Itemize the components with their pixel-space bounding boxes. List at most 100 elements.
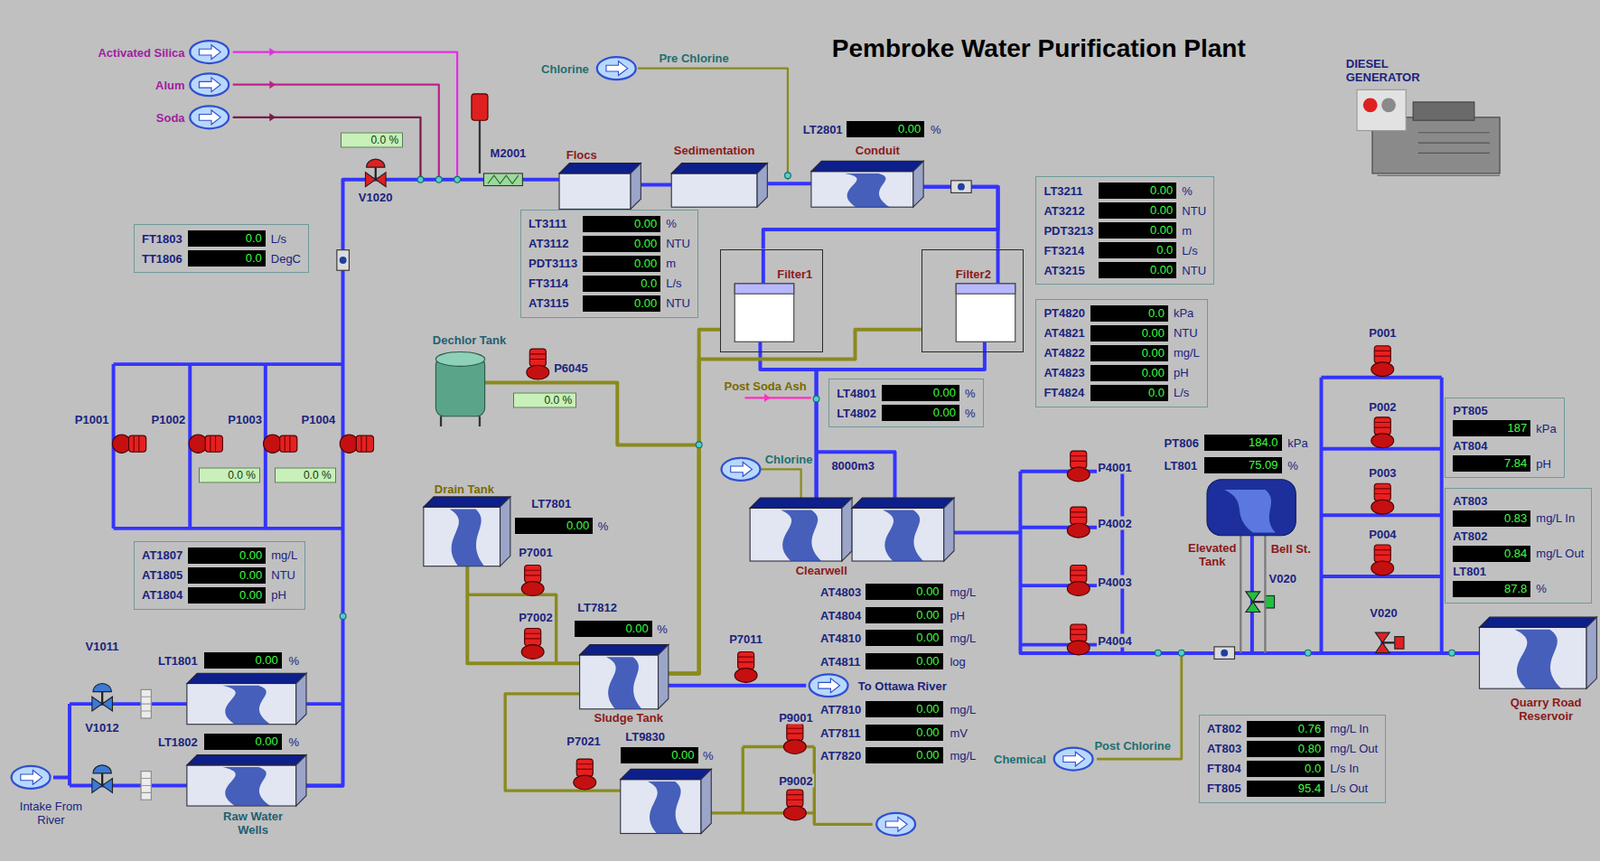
equipment-label: Post Chlorine [1093,738,1172,752]
value-display: 0.00 [865,653,944,670]
tank-symbol [811,160,924,207]
equipment: Conduit [811,160,924,207]
unit-label: pH [1535,457,1556,471]
unit-label: pH [948,608,966,623]
pump-motor [205,435,223,452]
pump-casing [526,364,550,380]
tank-front [559,173,631,210]
unit-label: % [665,216,691,231]
tank-front [187,683,297,725]
tag-name: AT4822 [1043,346,1086,360]
unit-label: L/s [271,232,301,246]
feed-arrow [885,816,908,832]
value-display: 0.00 [1098,261,1177,279]
tank-water [223,685,272,725]
unit-label: NTU [1181,263,1207,278]
tag-name: P4004 [1096,634,1133,648]
tag-name: P6045 [552,360,590,375]
tag-name: LT7801 [530,495,572,510]
value-display: 0.00 [582,235,661,253]
pump-motor [524,565,542,583]
unit-label: mg/L [948,630,977,645]
instrument-panel: AT18070.00mg/LAT18050.00NTUAT18040.00pH [133,541,306,610]
tank-water [647,781,684,834]
pump-casing [1066,581,1090,597]
indicator-lamp [1381,97,1396,113]
tag-name: AT7820 [819,748,862,762]
tank-front [1479,626,1588,689]
unit-label: NTU [1181,204,1207,218]
tag-name: LT2801 [802,122,844,137]
tag-name: PT805 [1452,403,1556,418]
motor-fins [786,795,804,801]
pump-motor [1070,506,1087,524]
process-pipe [640,182,672,187]
equipment: Elevated TankBell St. [1207,479,1296,536]
tank-front [671,173,758,207]
unit-label: mg/L [1173,346,1200,360]
equipment: Flocs [559,163,641,210]
tag-name: FT804 [1207,761,1242,776]
tag-name: LT801 [1452,564,1584,579]
equipment-name: Sedimentation [673,143,756,158]
feed-icon [189,73,229,96]
percent-display: 0.0 % [513,392,577,408]
tank-symbol [187,755,307,806]
feed-label: Chlorine [540,61,590,75]
elevated-tank-body [1207,479,1296,536]
valve-stem [374,167,377,180]
tank-top [187,755,307,766]
pump-symbol [521,565,544,597]
pump-casing [521,645,544,660]
tag-name: PDT3113 [528,256,578,271]
tank-front [580,654,659,710]
unit-label: % [288,735,301,749]
equipment-label: P1004 [300,412,337,427]
plant-title: Pembroke Water Purification Plant [832,34,1246,64]
equipment-name: DIESEL GENERATOR [1346,56,1428,85]
feed-icon [809,673,849,697]
value-display: 0.00 [1090,325,1169,342]
valve-stem [1253,600,1266,603]
value-display: 187 [1452,420,1531,437]
instrument-panel: AT8020.76mg/L InAT8030.80mg/L OutFT8040.… [1198,714,1386,804]
pump-casing [263,434,282,453]
pump-symbol [521,628,544,660]
unit-label: kPa [1286,436,1309,450]
tag-name: FT3214 [1043,243,1094,258]
unit-label: log [948,654,966,668]
tank-side [296,755,307,806]
equipment-label: Pre Chlorine [657,51,730,66]
tank-top [620,768,712,779]
pipe-junction [813,395,820,403]
tank-water [606,656,642,710]
motor-fins [524,570,542,576]
process-pipe [485,383,700,674]
tag-name: LT4801 [836,386,877,401]
motor-fins [1374,421,1391,428]
pump-symbol [188,434,223,453]
tag-name: AT4803 [819,585,862,599]
value-display: 0.00 [514,517,593,534]
pipe-junction [417,176,424,183]
value-display: 0.80 [1246,740,1325,758]
pipe-junction [785,172,792,179]
tank-top [811,160,924,171]
pump-symbol [1371,417,1395,449]
unit-label: % [1286,458,1300,473]
engine-details [1377,132,1500,176]
feed-icon [876,813,916,836]
percent-display: 0.0 % [198,467,261,484]
unit-label: mg/L [271,548,298,562]
tag-name: LT7812 [576,600,618,615]
pump-symbol [526,348,550,380]
pipe-junction [695,441,702,449]
pipe-junction [1304,649,1311,656]
equipment: DIESEL GENERATOR [1344,56,1503,181]
value-display: 0.0 [1090,305,1169,322]
tank-side [944,497,955,562]
value-display: 0.00 [1098,182,1177,199]
unit-label: mg/L In [1535,511,1584,525]
tag-name: FT1803 [141,232,183,246]
